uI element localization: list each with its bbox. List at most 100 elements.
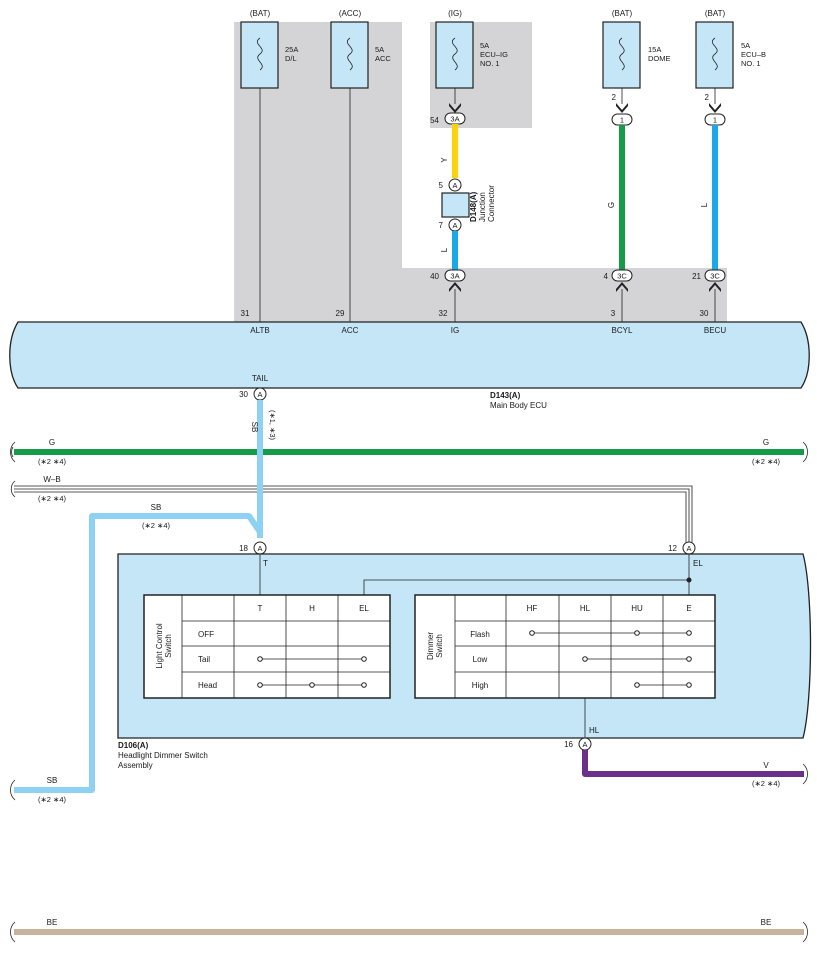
wire-break-icon xyxy=(802,921,808,943)
fuse-rating: 5A xyxy=(741,41,750,50)
table-title: Light Control xyxy=(155,623,164,669)
column-header: HF xyxy=(527,604,538,613)
wire-note: (∗2 ∗4) xyxy=(38,457,66,466)
column-header: HU xyxy=(631,604,643,613)
switch-pin-label: EL xyxy=(693,559,703,568)
continuity-point xyxy=(686,656,692,662)
fuse-supply: (IG) xyxy=(448,9,462,18)
fuse-name: ACC xyxy=(375,54,391,63)
row-label: High xyxy=(472,681,488,690)
fuse-dome: (BAT) 15A DOME xyxy=(602,9,671,89)
connector-code: 1 xyxy=(620,116,624,125)
ecu-name: Main Body ECU xyxy=(490,401,547,410)
fuse-acc: (ACC) 5A ACC xyxy=(330,9,391,89)
continuity-point xyxy=(361,682,367,688)
table-title: Dimmer xyxy=(426,632,435,660)
wire-sb xyxy=(14,400,263,793)
main-body-ecu xyxy=(9,321,810,389)
fuse-name: DOME xyxy=(648,54,671,63)
junction-pin-in xyxy=(448,178,462,192)
continuity-point xyxy=(634,630,640,636)
connector-ig-bottom xyxy=(444,269,466,282)
connector-dome-bottom xyxy=(611,269,633,282)
continuity-point xyxy=(686,682,692,688)
wire-color-label: G xyxy=(49,438,55,447)
connector-code: A xyxy=(582,740,587,749)
row-label: Low xyxy=(473,655,488,664)
fuse-body xyxy=(240,21,279,89)
junction-desc: Junction xyxy=(478,192,487,222)
table-title-2: Switch xyxy=(164,634,173,658)
junction-dot xyxy=(686,577,692,583)
continuity-point xyxy=(634,682,640,688)
fuse-body xyxy=(602,21,641,89)
column-header: EL xyxy=(359,604,369,613)
fuse-icon xyxy=(711,37,718,71)
wire-color-label: L xyxy=(700,202,709,207)
fuse-d-l: (BAT) 25A D/L xyxy=(240,9,298,89)
pin-number: 30 xyxy=(239,390,248,399)
switch-pin-label: HL xyxy=(589,726,600,735)
ecu-pin-label: IG xyxy=(451,326,459,335)
ecu-pin-label: BCYL xyxy=(612,326,633,335)
wire-color-label: SB xyxy=(47,776,58,785)
terminal-arrow-icon xyxy=(616,282,628,292)
pin-number: 2 xyxy=(612,93,617,102)
wire-note: (∗1, ∗3) xyxy=(268,410,277,441)
pin-number: 4 xyxy=(604,272,609,281)
pin-number: 2 xyxy=(705,93,710,102)
supply-area xyxy=(234,22,727,322)
dimmer-switch: Dimmer Switch HF HL HU E Flash Low High xyxy=(414,594,716,699)
wire-break-icon xyxy=(802,763,808,785)
wire-break-icon xyxy=(10,480,16,498)
pin-number: 18 xyxy=(239,544,248,553)
switch-assy-name-2: Assembly xyxy=(118,761,153,770)
wire-wb xyxy=(14,485,693,546)
wire-note: (∗2 ∗4) xyxy=(38,795,66,804)
fuse-icon xyxy=(256,37,263,71)
column-header: T xyxy=(258,604,263,613)
wire-note: (∗2 ∗4) xyxy=(142,521,170,530)
junction-connector xyxy=(441,192,470,218)
wire-color-label: BE xyxy=(761,918,772,927)
fuse-rating: 15A xyxy=(648,45,661,54)
fuse-rating: 5A xyxy=(480,41,489,50)
pin-number: 54 xyxy=(430,116,439,125)
switch-pin-label: T xyxy=(263,559,268,568)
table-title-2: Switch xyxy=(435,634,444,658)
pin-number: 7 xyxy=(439,221,444,230)
pin-number: 31 xyxy=(241,309,250,318)
fuse-supply: (BAT) xyxy=(612,9,633,18)
junction-label: D148(A) Junction Connector xyxy=(469,185,496,222)
connector-code: A xyxy=(257,390,262,399)
wire-color-label: V xyxy=(763,761,769,770)
pin-number: 29 xyxy=(336,309,345,318)
continuity-point xyxy=(257,682,263,688)
connector-code: 3C xyxy=(710,272,720,281)
wire-color-label: W–B xyxy=(43,475,60,484)
wire-color-label: SB xyxy=(151,503,162,512)
fuse-name: D/L xyxy=(285,54,297,63)
wire-break-icon xyxy=(10,921,16,943)
pin-number: 32 xyxy=(439,309,448,318)
wire-color-label: G xyxy=(607,202,616,208)
wire-color-label: SB xyxy=(250,422,259,433)
ecu-pin-label: TAIL xyxy=(252,374,269,383)
fuse-name-2: NO. 1 xyxy=(741,59,761,68)
pin-number: 3 xyxy=(611,309,616,318)
fuse-supply: (ACC) xyxy=(339,9,362,18)
fuse-body xyxy=(695,21,734,89)
continuity-point xyxy=(529,630,535,636)
wire-note: (∗2 ∗4) xyxy=(752,779,780,788)
terminal-arrow-icon xyxy=(709,282,721,292)
fuse-rating: 25A xyxy=(285,45,298,54)
fuse-rating: 5A xyxy=(375,45,384,54)
fuse-supply: (BAT) xyxy=(250,9,271,18)
wire-break-icon xyxy=(10,441,16,463)
ecu-pin-label: ALTB xyxy=(250,326,269,335)
terminal-arrow-icon xyxy=(616,103,628,113)
connector-code: A xyxy=(452,181,457,190)
wire-color-label: BE xyxy=(47,918,58,927)
ecu-pin-label: ACC xyxy=(342,326,359,335)
